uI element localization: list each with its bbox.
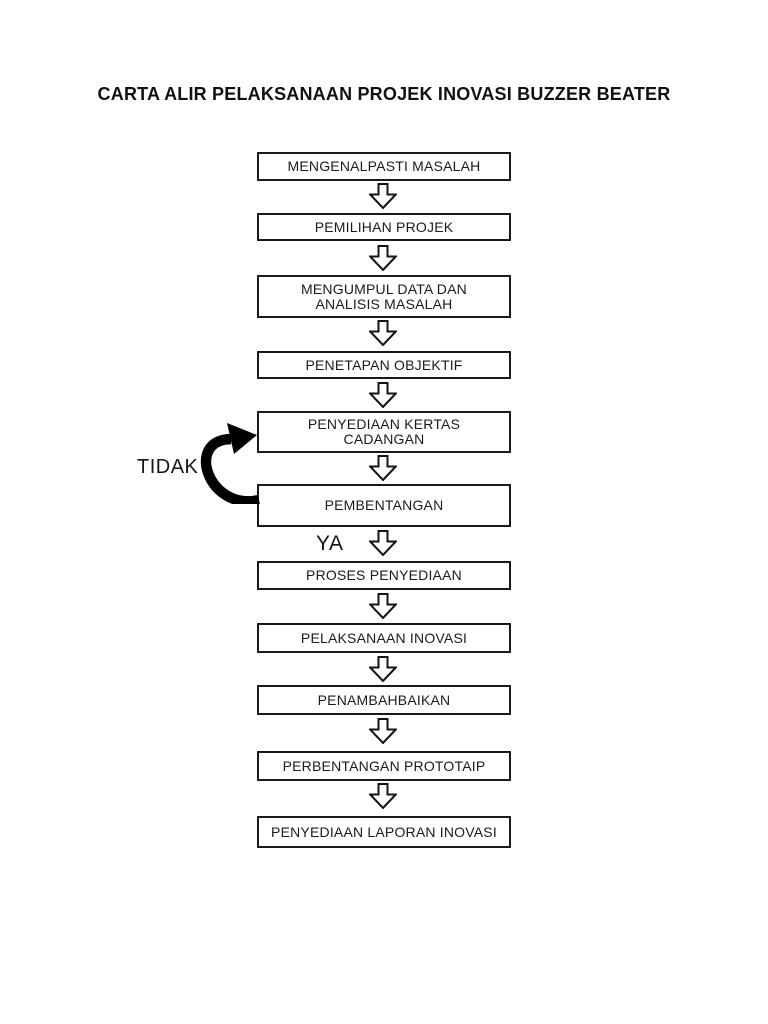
flow-box-penetapan-objektif: PENETAPAN OBJEKTIF [257, 351, 511, 379]
flow-box-penyediaan-kertas-cadangan: PENYEDIAAN KERTAS CADANGAN [257, 411, 511, 453]
down-arrow-icon [369, 656, 397, 682]
decision-yes-label: YA [316, 532, 344, 555]
flow-box-mengenalpasti-masalah: MENGENALPASTI MASALAH [257, 152, 511, 181]
down-arrow-icon [369, 593, 397, 619]
flow-box-penambahbaikan: PENAMBAHBAIKAN [257, 685, 511, 715]
flow-box-perbentangan-prototaip: PERBENTANGAN PROTOTAIP [257, 751, 511, 781]
down-arrow-icon [369, 530, 397, 556]
flow-box-mengumpul-data: MENGUMPUL DATA DAN ANALISIS MASALAH [257, 275, 511, 318]
down-arrow-icon [369, 245, 397, 271]
loop-back-arrow-icon [193, 414, 265, 504]
down-arrow-icon [369, 455, 397, 481]
flow-box-label: PENETAPAN OBJEKTIF [305, 356, 463, 373]
decision-no-label: TIDAK [137, 456, 199, 478]
flow-box-label: MENGUMPUL DATA DAN ANALISIS MASALAH [301, 280, 467, 312]
flow-box-label: MENGENALPASTI MASALAH [287, 158, 481, 174]
flow-box-label: PERBENTANGAN PROTOTAIP [282, 757, 486, 774]
flow-box-proses-penyediaan: PROSES PENYEDIAAN [257, 561, 511, 590]
down-arrow-icon [369, 718, 397, 744]
flow-box-label: PENYEDIAAN LAPORAN INOVASI [271, 823, 497, 840]
flow-box-pemilihan-projek: PEMILIHAN PROJEK [257, 213, 511, 241]
flow-box-penyediaan-laporan-inovasi: PENYEDIAAN LAPORAN INOVASI [257, 816, 511, 848]
flow-box-label: PROSES PENYEDIAAN [306, 567, 462, 583]
flow-box-pembentangan: PEMBENTANGAN [257, 484, 511, 527]
down-arrow-icon [369, 382, 397, 408]
down-arrow-icon [369, 783, 397, 809]
flow-box-label: PENYEDIAAN KERTAS CADANGAN [307, 416, 461, 447]
flow-box-label: PEMBENTANGAN [324, 497, 444, 513]
flow-box-label: PENAMBAHBAIKAN [317, 691, 451, 708]
down-arrow-icon [369, 320, 397, 346]
flow-box-pelaksanaan-inovasi: PELAKSANAAN INOVASI [257, 623, 511, 653]
flow-box-label: PEMILIHAN PROJEK [314, 218, 454, 235]
page-title: CARTA ALIR PELAKSANAAN PROJEK INOVASI BU… [97, 84, 671, 104]
flow-box-label: PELAKSANAAN INOVASI [300, 629, 468, 646]
down-arrow-icon [369, 183, 397, 209]
